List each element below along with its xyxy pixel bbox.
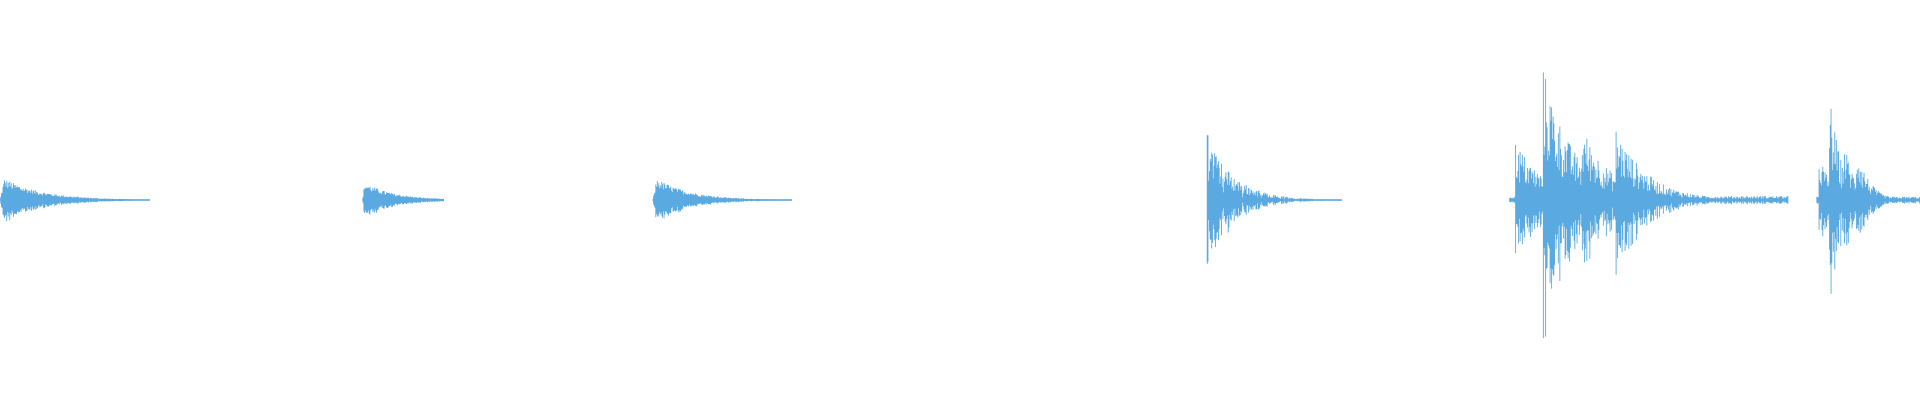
waveform-segment	[1816, 108, 1920, 294]
waveform-segment	[361, 186, 444, 215]
waveform-segment	[652, 181, 792, 219]
waveform-segments	[0, 72, 1920, 339]
waveform-segment	[1206, 135, 1342, 265]
waveform-segment	[0, 180, 150, 222]
waveform-segment	[1509, 72, 1789, 339]
